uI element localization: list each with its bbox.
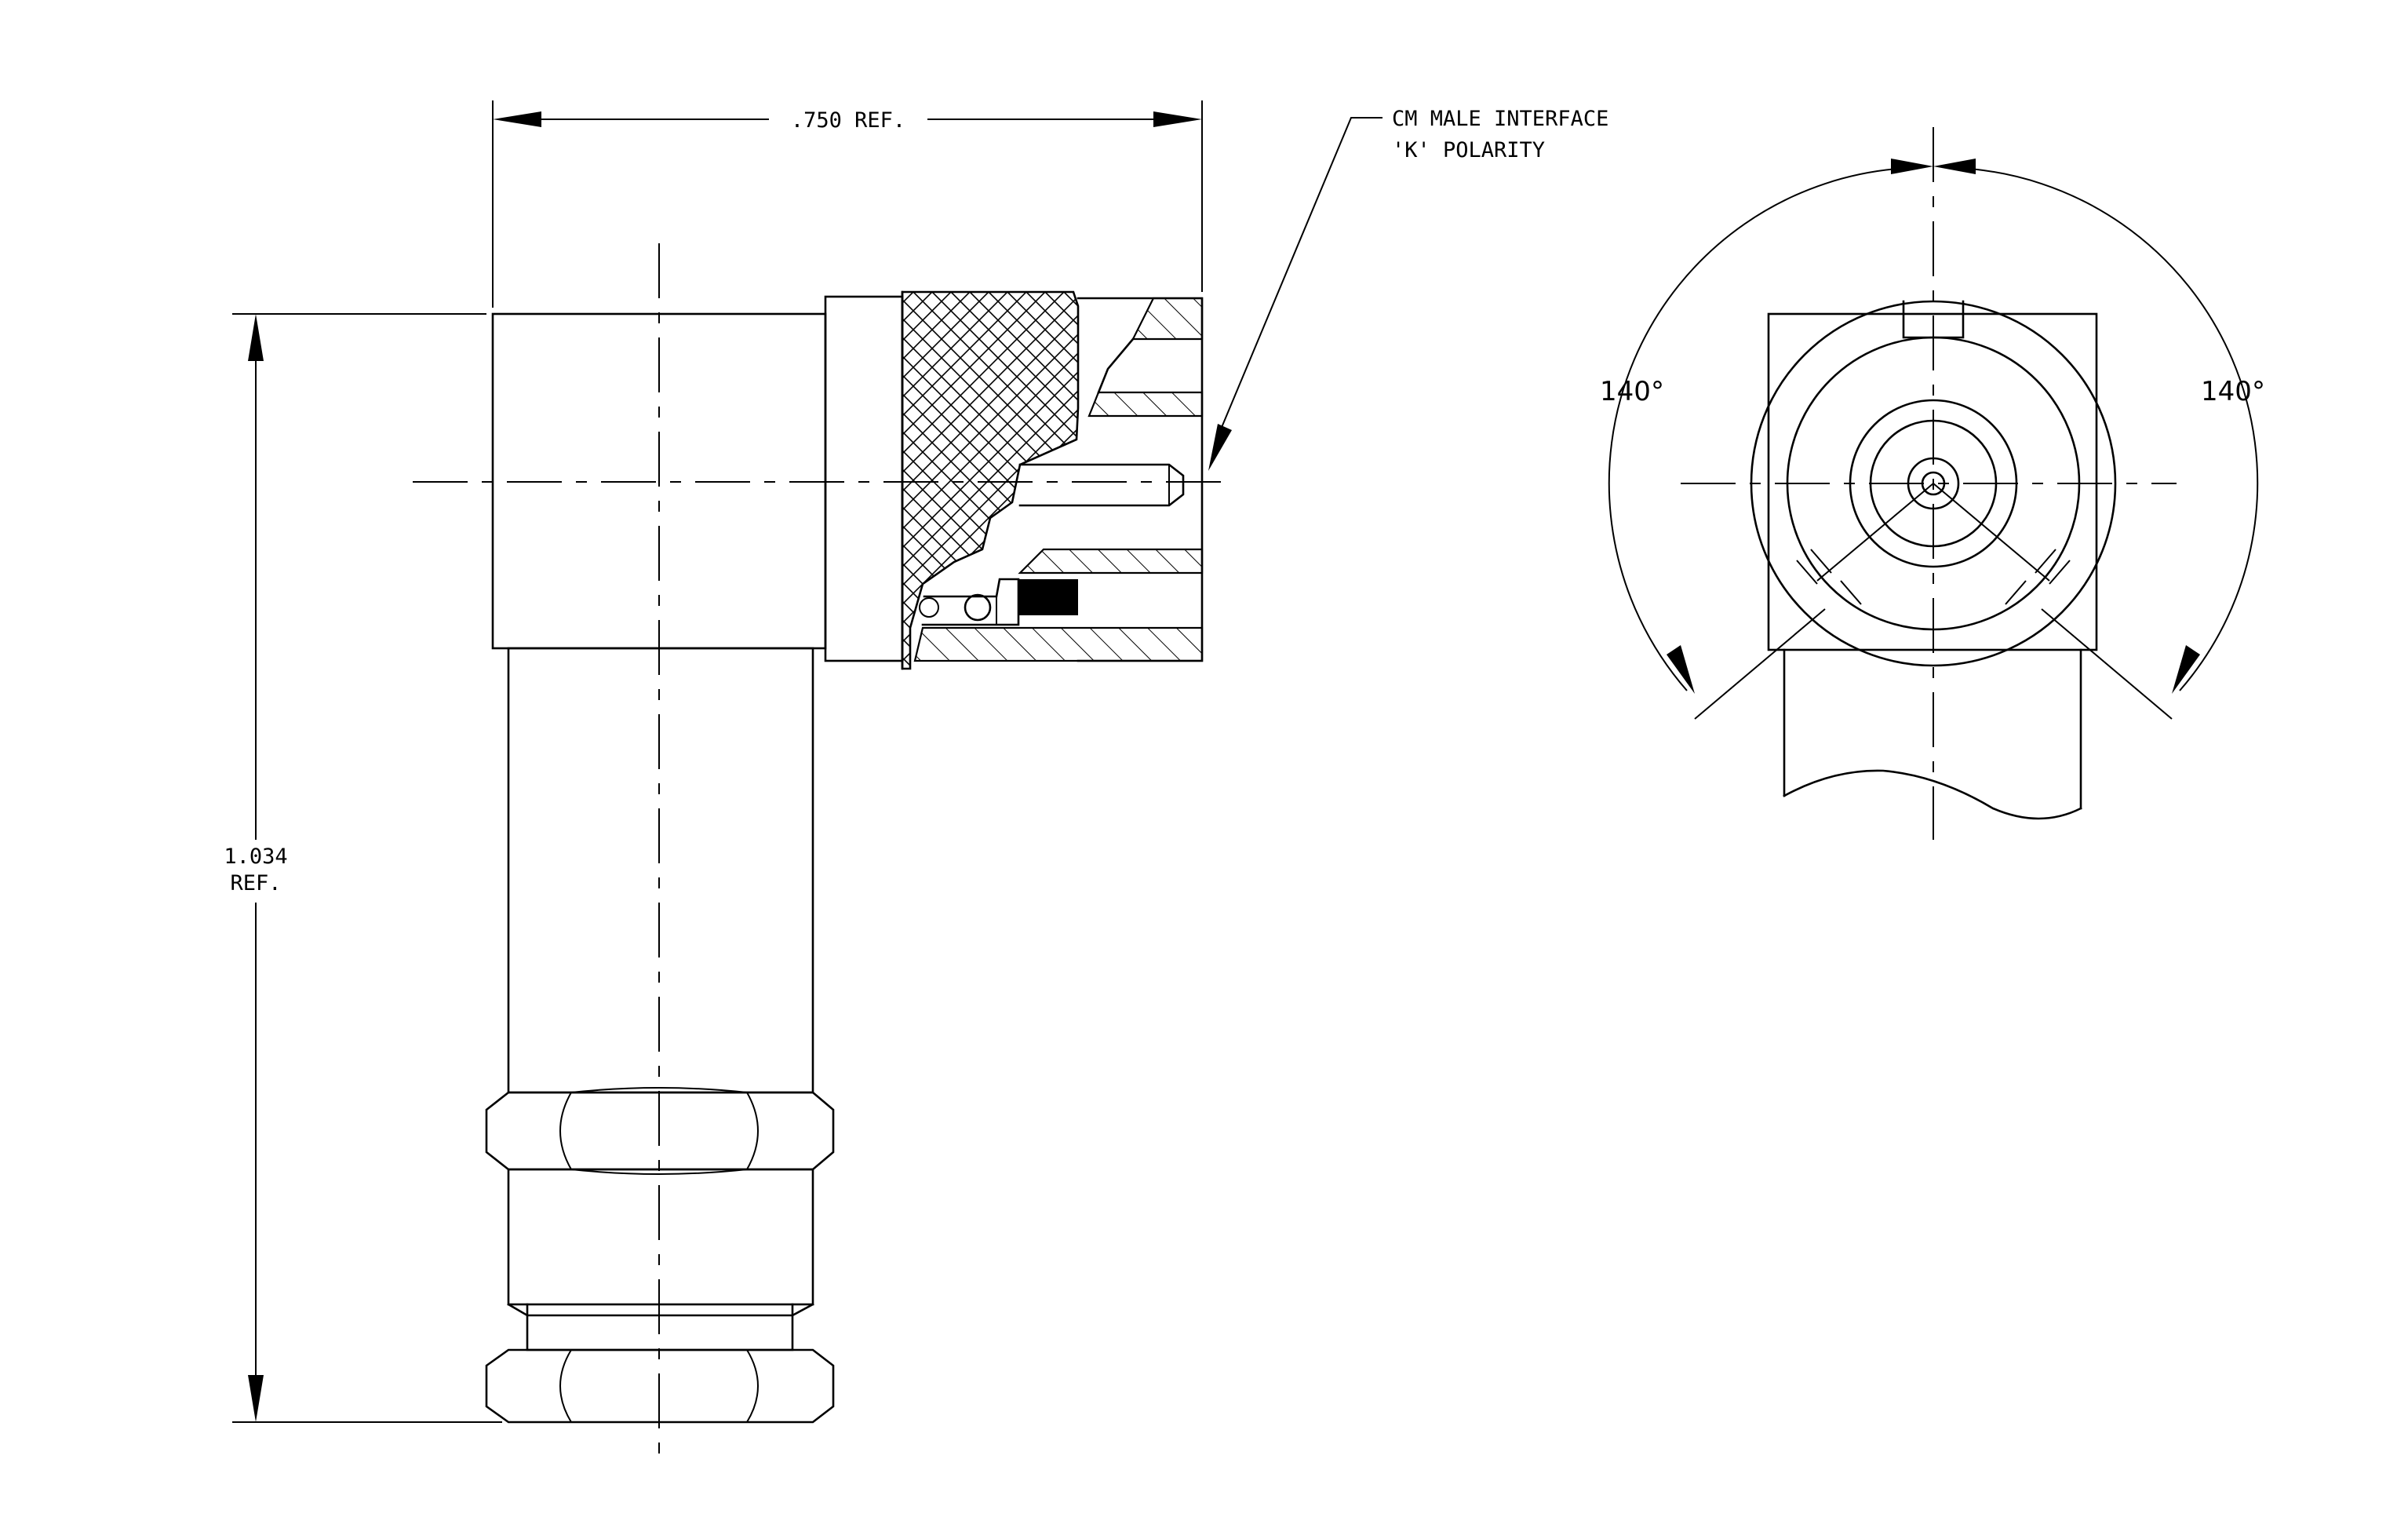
shell-hatch-lower [1018, 548, 1204, 574]
end-view: 140° 140° [1600, 127, 2265, 840]
shell-hatch-upper [1131, 297, 1204, 341]
width-dimension-label: .750 REF. [791, 108, 905, 133]
seal-ring [1018, 579, 1078, 615]
lower-hex [485, 1348, 835, 1424]
stem [507, 647, 814, 1094]
angle-arc-left [1608, 167, 1911, 691]
lower-body [507, 1168, 814, 1306]
angle-arc-right [1956, 167, 2259, 691]
callout-line-2: 'K' POLARITY [1392, 138, 1545, 162]
knurled-nut [901, 290, 1080, 670]
collar [824, 295, 904, 662]
height-dimension-ref: REF. [230, 871, 281, 895]
callout-line-1: CM MALE INTERFACE [1392, 107, 1608, 131]
side-view: .750 REF. 1.034 REF. CM MALE INTERFACE '… [224, 100, 1608, 1461]
end-view-stem [1783, 648, 2082, 810]
angle-label-left: 140° [1600, 376, 1664, 407]
height-dimension-label: 1.034 [224, 844, 287, 869]
center-pin [1018, 463, 1185, 507]
angle-label-right: 140° [2201, 376, 2265, 407]
